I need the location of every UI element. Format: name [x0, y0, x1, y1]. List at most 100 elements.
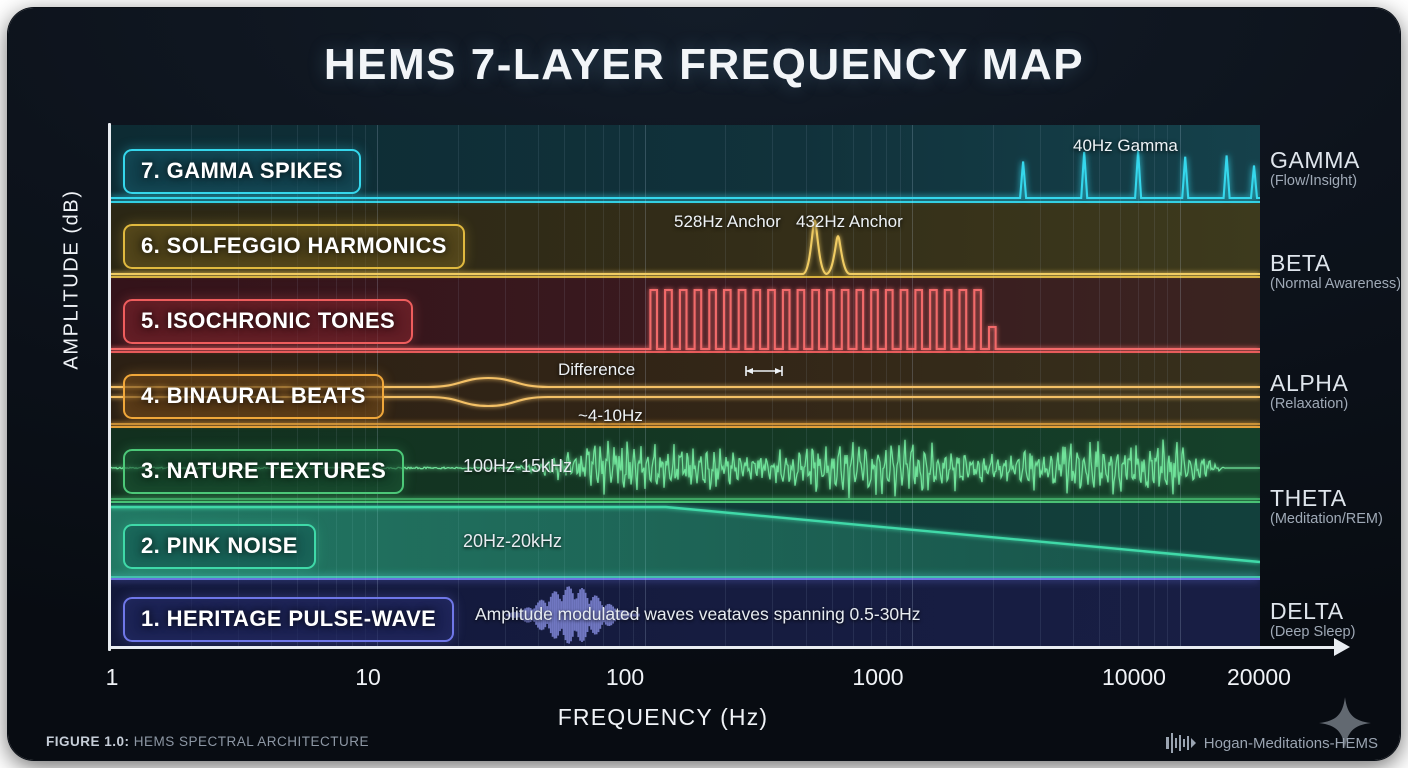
band-name: BETA: [1270, 250, 1331, 276]
brainwave-band-alpha: ALPHA (Relaxation): [1270, 371, 1348, 413]
pulse-wave-bar: [625, 611, 627, 619]
pulse-wave-bar: [599, 601, 602, 629]
layer-chip-solfeggio-harmonics[interactable]: 6. SOLFEGGIO HARMONICS: [123, 224, 465, 269]
pulse-wave-bar: [559, 598, 561, 632]
band-top-line: [110, 501, 1260, 503]
layer-chip-label: 5. ISOCHRONIC TONES: [141, 308, 396, 333]
pulse-wave-bar: [579, 589, 581, 641]
pulse-wave-bar: [533, 608, 536, 622]
pulse-wave-bar: [564, 589, 567, 641]
pulse-wave-bar: [522, 609, 525, 621]
pulse-wave-bar: [615, 610, 618, 620]
chart-plot-area: 7. GAMMA SPIKES 6. SOLFEGGIO HARMONICS 5…: [110, 125, 1260, 647]
range-label-heritage-pulse-wave: Amplitude modulated waves veataves spann…: [475, 604, 921, 624]
band-name: ALPHA: [1270, 370, 1349, 396]
pulse-wave-bar: [513, 612, 515, 618]
pulse-wave-bar: [568, 586, 570, 644]
pulse-wave-bar: [581, 588, 583, 642]
pulse-wave-bar: [531, 609, 534, 621]
x-tick-10000: 10000: [1102, 664, 1166, 690]
pulse-wave-bar: [548, 601, 550, 629]
pulse-wave-bar: [634, 613, 636, 617]
pulse-wave-bar: [577, 593, 580, 638]
pulse-wave-bar: [595, 595, 598, 635]
layer-chip-nature-textures[interactable]: 3. NATURE TEXTURES: [123, 449, 405, 494]
signal-pink-noise: [110, 505, 1260, 576]
band-name: GAMMA: [1270, 147, 1360, 173]
pulse-wave-bar: [608, 603, 611, 626]
pulse-wave-bar: [619, 610, 622, 620]
pulse-wave-bar: [527, 607, 530, 623]
pulse-wave-bar: [549, 596, 552, 634]
pulse-wave-bar: [590, 600, 592, 630]
pulse-wave-bar: [626, 611, 629, 619]
pulse-wave-bar: [511, 612, 514, 618]
pulse-wave-bar: [535, 605, 537, 625]
pulse-wave-bar: [562, 595, 565, 635]
pulse-wave-bar: [604, 605, 607, 625]
pulse-wave-bar: [516, 612, 519, 618]
layer-chip-gamma-spikes[interactable]: 7. GAMMA SPIKES: [123, 149, 361, 194]
brainwave-band-delta: DELTA (Deep Sleep): [1270, 599, 1355, 641]
layer-chip-pink-noise[interactable]: 2. PINK NOISE: [123, 524, 316, 569]
y-axis-line: [108, 123, 111, 651]
pulse-wave-bar: [544, 602, 547, 628]
pulse-wave-bar: [518, 612, 521, 618]
x-tick-1: 1: [105, 664, 119, 690]
band-sublabel: (Normal Awareness): [1270, 276, 1400, 293]
layer-chip-heritage-pulse-wave[interactable]: 1. HERITAGE PULSE-WAVE: [123, 597, 455, 642]
pulse-wave-bar: [509, 612, 512, 618]
pulse-wave-bar: [538, 600, 541, 630]
x-tick-20000: 20000: [1227, 664, 1291, 690]
x-axis-arrow-icon: [1334, 638, 1350, 656]
pulse-wave-bar: [584, 592, 587, 638]
band-sublabel: (Deep Sleep): [1270, 624, 1356, 641]
pulse-wave-bar: [588, 603, 591, 627]
layer-chip-binaural-beats[interactable]: 4. BINAURAL BEATS: [123, 374, 384, 419]
band-sublabel: (Relaxation): [1270, 396, 1349, 413]
x-axis-label: FREQUENCY (Hz): [557, 704, 769, 730]
signal-binaural-beats: [110, 376, 1260, 425]
pulse-wave-bar: [560, 601, 563, 629]
brainwave-band-gamma: GAMMA (Flow/Insight): [1270, 148, 1360, 190]
band-top-line: [110, 201, 1260, 203]
pulse-wave-bar: [566, 586, 569, 644]
band-name: THETA: [1270, 485, 1347, 511]
band-top-line: [110, 276, 1260, 278]
pulse-wave-bar: [571, 593, 574, 637]
pulse-wave-bar: [515, 612, 517, 618]
layer-chip-label: 7. GAMMA SPIKES: [141, 158, 343, 183]
waveform-logo-icon: [1165, 733, 1196, 753]
band-name: DELTA: [1270, 598, 1344, 624]
pulse-wave-bar: [557, 594, 559, 636]
pulse-wave-bar: [614, 608, 616, 622]
band-top-line: [110, 576, 1260, 578]
pulse-wave-bar: [575, 598, 578, 632]
annotation-difference: Difference: [558, 360, 636, 379]
page-title: HEMS 7-LAYER FREQUENCY MAP: [323, 40, 1085, 89]
pulse-wave-bar: [553, 591, 556, 639]
signal-gamma-spikes: [110, 150, 1260, 200]
brainwave-band-theta: THETA (Meditation/REM): [1270, 486, 1383, 528]
pulse-wave-bar: [524, 608, 526, 622]
layer-chip-isochronic-tones[interactable]: 5. ISOCHRONIC TONES: [123, 299, 414, 344]
brand-name: Hogan-Meditations-HEMS: [1203, 734, 1378, 752]
pulse-wave-bar: [637, 613, 640, 617]
range-label-pink-noise: 20Hz-20kHz: [463, 531, 563, 551]
pulse-wave-bar: [551, 593, 554, 637]
pulse-wave-bar: [582, 589, 585, 641]
pulse-wave-bar: [570, 588, 572, 642]
figure-caption: FIGURE 1.0: HEMS SPECTRAL ARCHITECTURE: [46, 734, 369, 749]
pulse-wave-bar: [612, 606, 614, 624]
pulse-wave-bar: [573, 599, 576, 631]
annotation-528hz-anchor: 528Hz Anchor: [674, 212, 781, 231]
x-tick-100: 100: [605, 664, 645, 690]
pulse-wave-bar: [529, 608, 532, 622]
band-sublabel: (Flow/Insight): [1270, 173, 1358, 190]
pulse-wave-bar: [546, 606, 548, 624]
pulse-wave-bar: [537, 602, 539, 628]
pulse-wave-bar: [597, 597, 600, 633]
pulse-wave-bar: [586, 598, 589, 632]
pulse-wave-bar: [610, 604, 613, 626]
x-tick-10: 10: [355, 664, 381, 690]
